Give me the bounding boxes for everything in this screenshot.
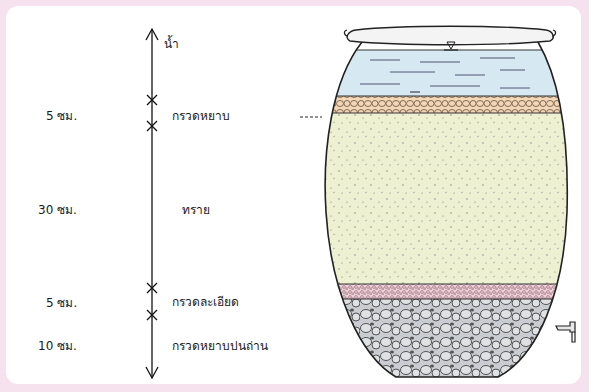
dimension-label: 30 ซม.	[36, 203, 79, 217]
layer-label: กรวดละเอียด	[170, 295, 241, 309]
dimension-line	[146, 29, 158, 378]
dimension-label: 5 ซม.	[44, 109, 79, 123]
layer-label: ทราย	[180, 203, 212, 217]
layer-label: กรวดหยาบ	[170, 109, 232, 123]
layer-label: น้ำ	[162, 37, 181, 51]
dimension-label: 10 ซม.	[36, 339, 79, 353]
layer-label: กรวดหยาบปนถ่าน	[170, 339, 270, 353]
dimension-label: 5 ซม.	[44, 296, 79, 310]
